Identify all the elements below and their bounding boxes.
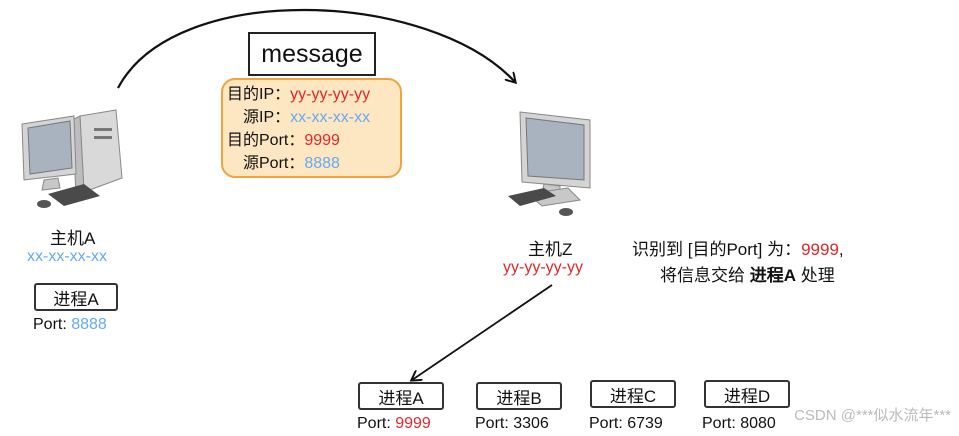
note-line2-suffix: 处理 [796,266,835,285]
message-box: message [248,32,376,76]
host-a-name: 主机A [50,229,96,248]
process-c-port: Port: 6739 [589,415,663,433]
process-d-port-label: Port: [702,415,741,432]
dst-port-row: 目的Port：9999 [227,129,340,152]
process-a-box: 进程A [358,382,444,410]
src-ip-value: xx-xx-xx-xx [290,109,371,126]
src-port-value: 8888 [304,155,340,172]
dst-port-label: 目的Port： [227,132,305,149]
note-line1-prefix: 识别到 [目的Port] 为： [632,240,802,259]
host-a-process-label: 进程A [53,289,99,309]
dst-port-value: 9999 [304,132,340,149]
process-b-box: 进程B [476,382,562,410]
host-a-port-label: Port: [33,316,72,333]
src-port-label: 源Port： [243,155,305,172]
host-z-note-line2: 将信息交给 进程A 处理 [660,261,835,286]
process-d-port-value: 8080 [740,415,776,432]
process-b-port-value: 3306 [513,415,549,432]
message-label: message [261,39,363,68]
process-c-port-value: 6739 [627,415,663,432]
deliver-arrow [412,284,553,380]
process-a-label: 进程A [378,388,424,408]
src-ip-label: 源IP： [243,109,291,126]
host-z-ip: yy-yy-yy-yy [503,259,583,276]
host-a-process-box: 进程A [34,283,118,311]
send-arc-arrow [117,8,515,89]
process-a-port-value: 9999 [395,415,431,432]
note-line2-bold: 进程A [749,266,797,285]
src-ip-row: 源IP：xx-xx-xx-xx [243,106,370,129]
process-a-port-label: Port: [357,415,396,432]
dst-ip-label: 目的IP： [227,86,291,103]
process-b-label: 进程B [496,388,542,408]
host-a-ip: xx-xx-xx-xx [27,248,107,265]
process-d-label: 进程D [723,386,771,406]
host-a-port-value: 8888 [71,316,107,333]
process-d-box: 进程D [704,380,790,408]
note-line2-prefix: 将信息交给 [660,266,750,285]
process-c-label: 进程C [609,386,657,406]
note-line1-suffix: , [838,240,844,259]
packet-header: 目的IP：yy-yy-yy-yy 源IP：xx-xx-xx-xx 目的Port：… [221,78,402,178]
computer-z-icon [508,111,591,216]
note-line1-value: 9999 [801,240,839,259]
host-z-note-line1: 识别到 [目的Port] 为：9999, [632,235,844,260]
src-port-row: 源Port：8888 [243,152,340,175]
computer-a-icon [21,109,123,208]
process-c-box: 进程C [590,380,676,408]
host-a-port: Port: 8888 [33,316,107,334]
process-c-port-label: Port: [589,415,628,432]
process-b-port: Port: 3306 [475,415,549,433]
process-b-port-label: Port: [475,415,514,432]
dst-ip-row: 目的IP：yy-yy-yy-yy [227,83,370,106]
dst-ip-value: yy-yy-yy-yy [290,86,371,103]
watermark: CSDN @***似水流年*** [794,407,951,424]
process-d-port: Port: 8080 [702,415,776,433]
host-z-name: 主机Z [528,240,573,259]
process-a-port: Port: 9999 [357,415,431,433]
